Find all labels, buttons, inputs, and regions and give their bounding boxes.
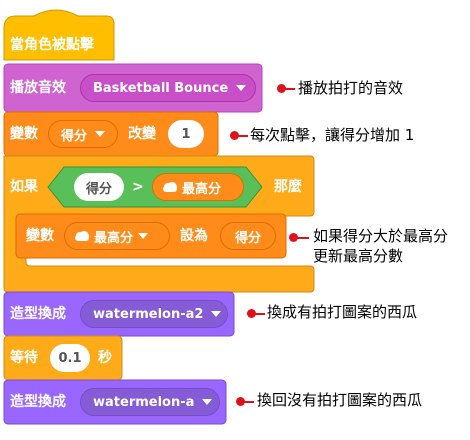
costume-name: watermelon-a (93, 394, 195, 410)
change-variable-label[interactable]: 變數 (10, 126, 38, 142)
sound-dropdown[interactable]: Basketball Bounce (80, 74, 256, 102)
set-variable-label[interactable]: 變數 (26, 228, 54, 244)
annotation-line (285, 88, 295, 90)
switch-costume-label[interactable]: 造型換成 (10, 306, 66, 322)
variable-name: 得分 (61, 128, 88, 144)
chevron-down-icon (202, 399, 213, 405)
annotation-dot (230, 131, 239, 140)
annotation-dot (236, 397, 245, 406)
annotation-dot (247, 309, 256, 318)
greater-than-sign: > (132, 179, 144, 195)
annotation-line (255, 313, 265, 315)
annotation-change-score: 每次點擊，讓得分增加 1 (250, 126, 415, 144)
high-score-name: 最高分 (182, 181, 222, 197)
annotation-line (238, 135, 248, 137)
chevron-down-icon (138, 233, 149, 239)
variable-dropdown-score[interactable]: 得分 (48, 120, 118, 148)
if-label[interactable]: 如果 (10, 179, 38, 195)
score-reporter-value[interactable]: 得分 (220, 222, 276, 250)
annotation-dot (289, 233, 298, 242)
annotation-play-sound: 播放拍打的音效 (298, 79, 404, 97)
when-sprite-clicked-label[interactable]: 當角色被點擊 (10, 37, 94, 53)
score-name: 得分 (234, 230, 261, 246)
chevron-down-icon (211, 311, 222, 317)
costume-dropdown-1[interactable]: watermelon-a2 (80, 300, 228, 328)
annotation-costume-2: 換回沒有拍打圖案的西瓜 (257, 391, 423, 409)
change-by-label: 改變 (128, 126, 156, 142)
annotation-line (244, 401, 254, 403)
set-to-label: 設為 (180, 228, 208, 244)
costume-dropdown-2[interactable]: watermelon-a (80, 388, 220, 416)
seconds-label: 秒 (98, 350, 112, 366)
annotation-costume-1: 換成有拍打圖案的西瓜 (267, 303, 418, 321)
chevron-down-icon (236, 85, 247, 91)
score-reporter[interactable]: 得分 (74, 173, 124, 201)
variable-name: 最高分 (94, 230, 134, 246)
chevron-down-icon (95, 131, 106, 137)
costume-name: watermelon-a2 (93, 306, 204, 322)
variable-dropdown-high-score[interactable]: 最高分 (64, 222, 170, 250)
cloud-icon (163, 182, 177, 192)
play-sound-label[interactable]: 播放音效 (10, 80, 66, 96)
then-label: 那麼 (274, 179, 302, 195)
annotation-dot (277, 84, 286, 93)
high-score-reporter[interactable]: 最高分 (152, 173, 244, 201)
wait-label[interactable]: 等待 (10, 350, 38, 366)
annotation-line (297, 237, 309, 239)
sound-name: Basketball Bounce (93, 80, 229, 96)
hat-block-shape (3, 9, 115, 61)
annotation-set-high-score-2: 更新最高分數 (313, 247, 404, 265)
wait-seconds-input[interactable]: 0.1 (50, 344, 90, 372)
change-value-input[interactable]: 1 (168, 120, 204, 148)
annotation-set-high-score-1: 如果得分大於最高分 (313, 227, 449, 245)
cloud-icon (75, 231, 89, 241)
switch-costume-label-2[interactable]: 造型換成 (10, 394, 66, 410)
